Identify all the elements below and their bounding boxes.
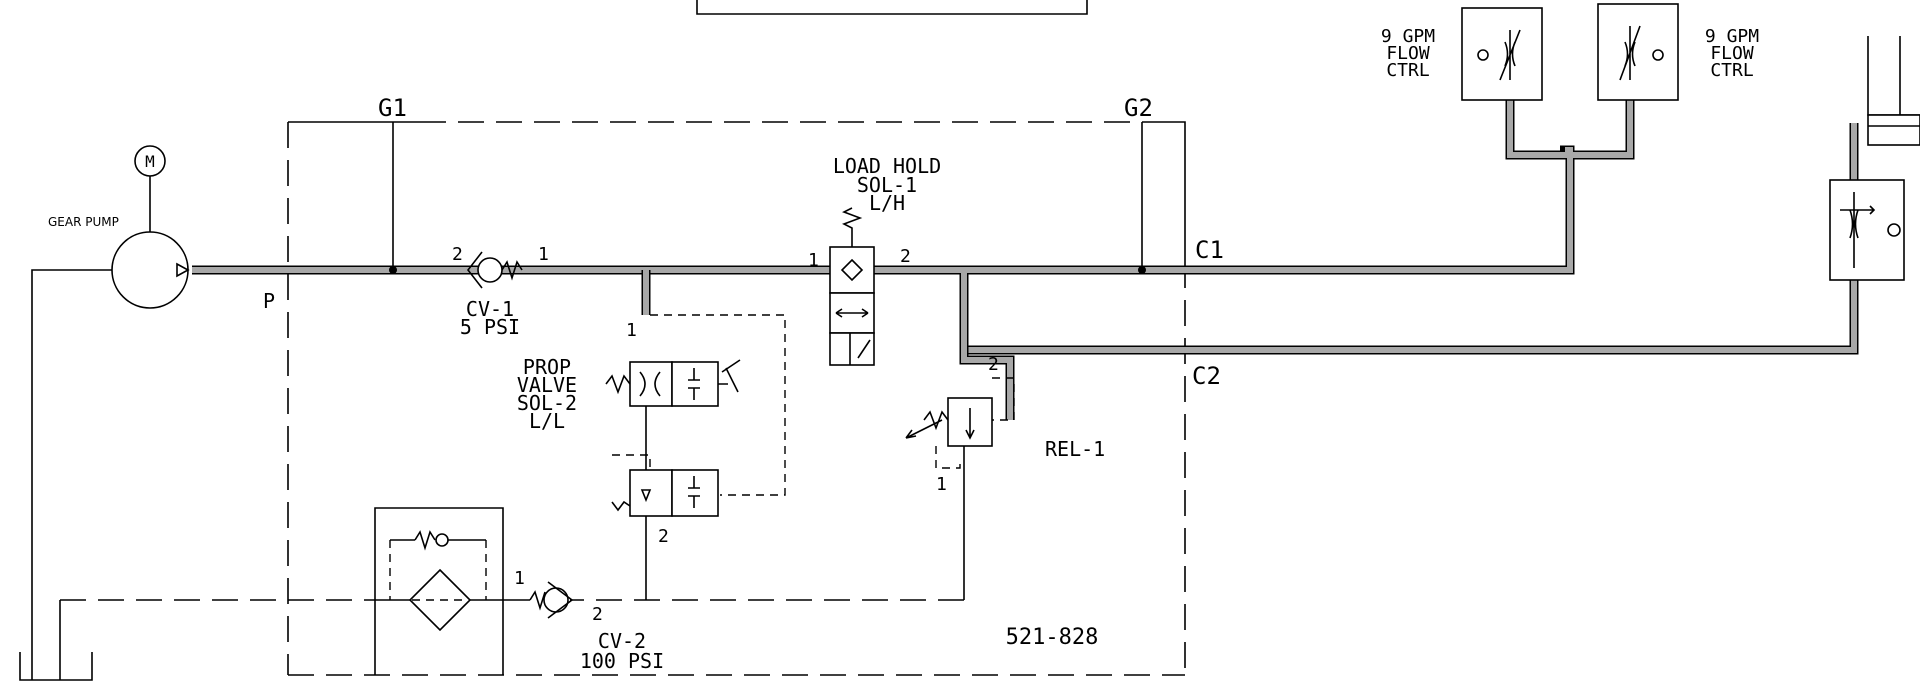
rel-label: REL-1 — [1045, 437, 1105, 461]
flow-control-right — [1597, 3, 1679, 101]
load-hold-line-1: LOAD HOLD — [833, 154, 941, 178]
relief-valve — [905, 377, 1015, 600]
suction-line — [31, 269, 112, 680]
lh-port-in: 1 — [808, 250, 819, 271]
cv2-port-in: 1 — [514, 568, 525, 589]
rel-port-out: 1 — [936, 474, 947, 495]
cv2-psi: 100 PSI — [580, 649, 664, 673]
cv2-port-out: 2 — [592, 604, 603, 625]
flow-control-left — [1461, 7, 1543, 101]
flow-left-line-2: FLOW — [1386, 43, 1430, 64]
flow-left-line-3: CTRL — [1386, 60, 1430, 81]
p-label: P — [263, 289, 275, 313]
c2-label: C2 — [1192, 362, 1221, 390]
flow-right-line-1: 9 GPM — [1705, 26, 1759, 47]
load-hold-valve — [829, 207, 875, 366]
motor-label: M — [145, 152, 155, 171]
prop-label-3: SOL-2 — [517, 391, 577, 415]
gear-pump — [111, 145, 190, 309]
prop-port-in: 1 — [626, 320, 637, 341]
cv1-port-in: 2 — [452, 244, 463, 265]
lh-port-out: 2 — [900, 246, 911, 267]
prop-port-out: 2 — [658, 526, 669, 547]
prop-label-2: VALVE — [517, 373, 577, 397]
prop-label-1: PROP — [523, 355, 571, 379]
g1-label: G1 — [378, 94, 407, 122]
gear-pump-label: GEAR PUMP — [48, 215, 119, 229]
cv2-name: CV-2 — [598, 629, 646, 653]
cv1-check-valve — [466, 251, 523, 289]
top-box — [696, 0, 1088, 15]
part-number: 521-828 — [1006, 625, 1099, 650]
flow-right-line-3: CTRL — [1710, 60, 1754, 81]
manifold-boundary — [287, 121, 1186, 676]
flow-left-line-1: 9 GPM — [1381, 26, 1435, 47]
c1-label: C1 — [1195, 236, 1224, 264]
prop-valve — [605, 314, 786, 600]
reservoir-symbol — [19, 600, 93, 681]
junction-dot — [389, 266, 397, 274]
load-hold-line-2: SOL-1 — [857, 173, 917, 197]
rel-port-in: 2 — [988, 354, 999, 375]
filter-assembly — [374, 507, 504, 675]
cv1-name: CV-1 — [466, 297, 514, 321]
junction-dot — [1138, 266, 1146, 274]
flow-right-line-2: FLOW — [1710, 43, 1754, 64]
hydraulic-cylinder — [1867, 36, 1920, 146]
cv2-check-valve — [503, 581, 574, 619]
load-hold-line-3: L/H — [869, 191, 905, 215]
pump-arrow-icon — [176, 262, 190, 278]
g2-label: G2 — [1124, 94, 1153, 122]
flow-control-far-right — [1829, 179, 1905, 281]
cv1-port-out: 1 — [538, 244, 549, 265]
prop-label-4: L/L — [529, 409, 565, 433]
cv1-psi: 5 PSI — [460, 315, 520, 339]
